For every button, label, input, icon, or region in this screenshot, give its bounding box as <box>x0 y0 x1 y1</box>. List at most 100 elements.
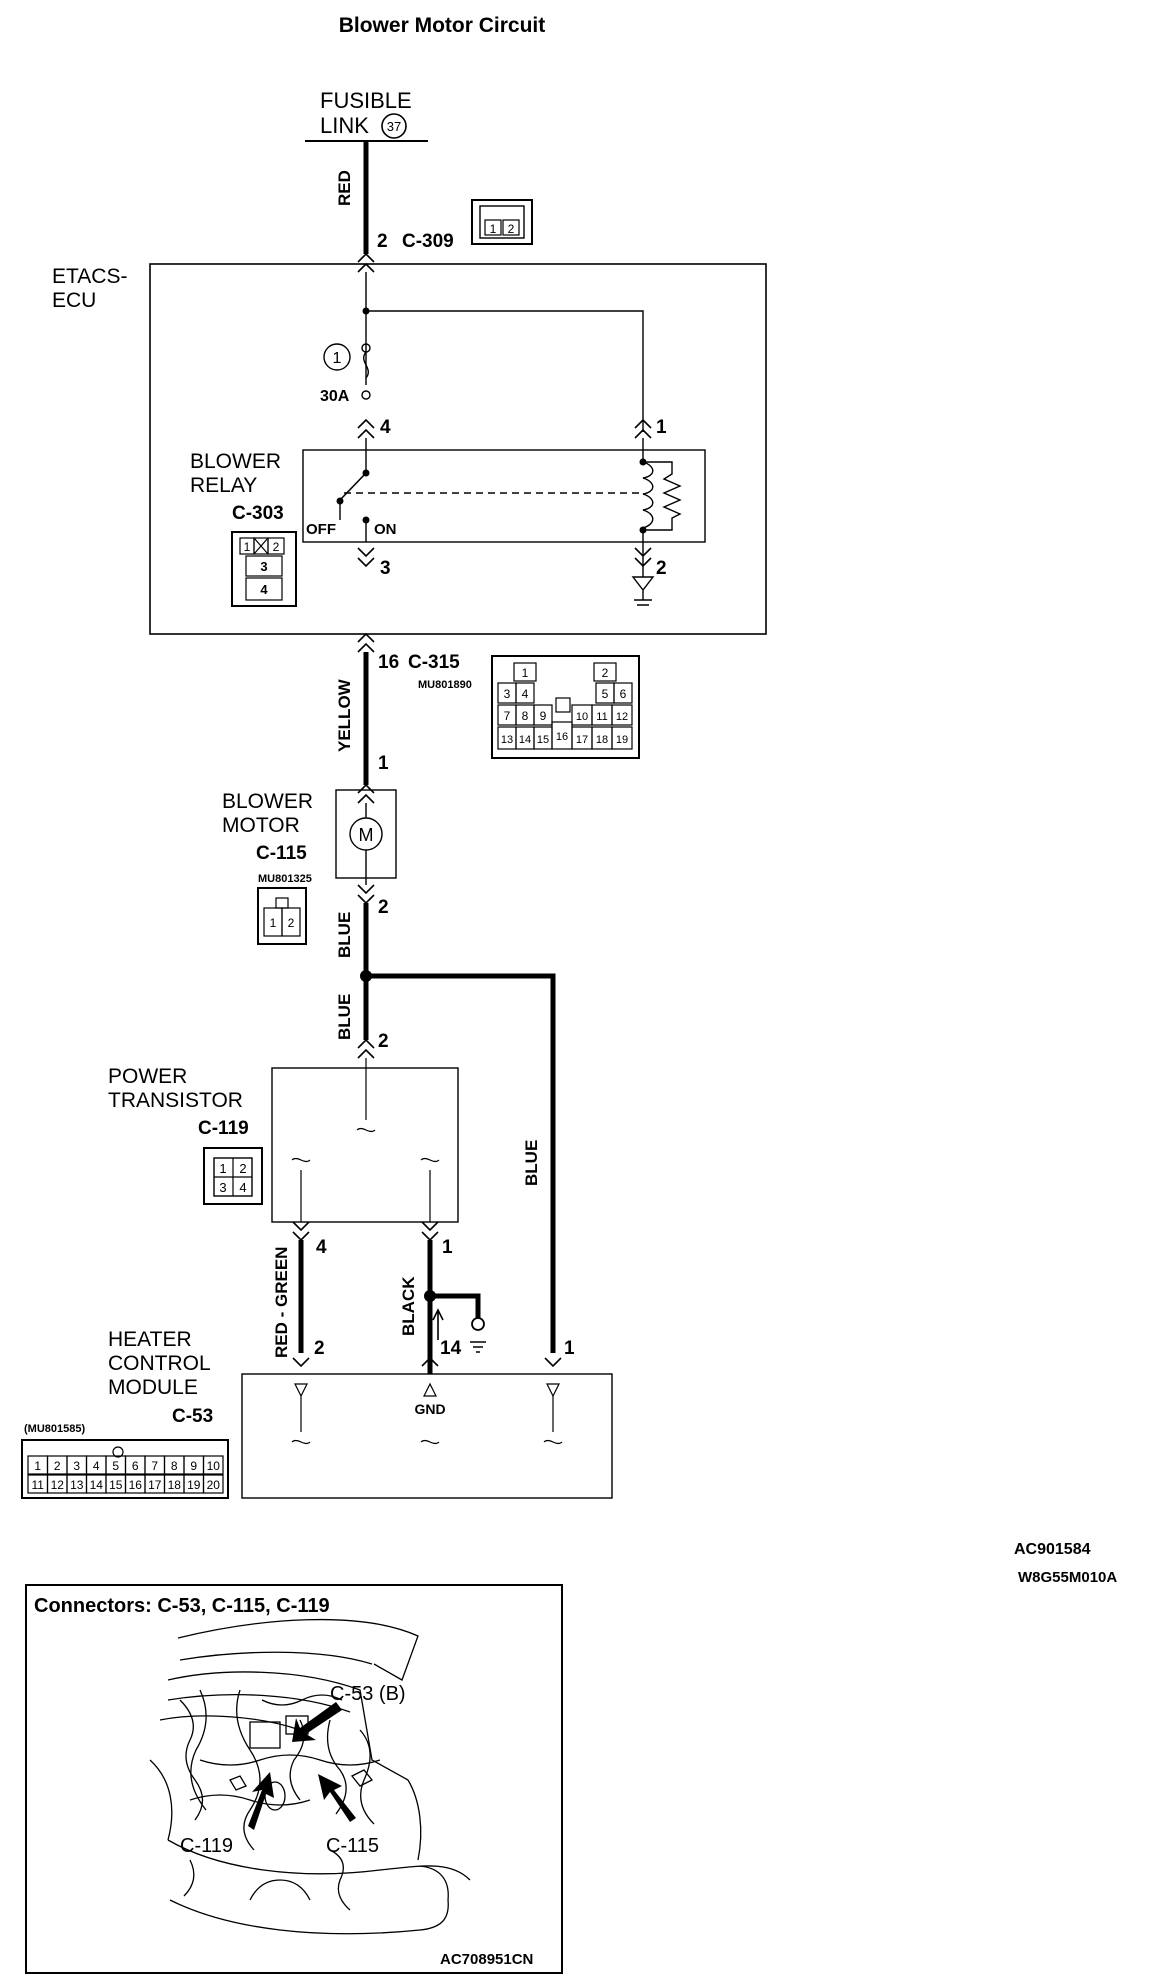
c315-part-number: MU801890 <box>418 679 472 691</box>
c303-cell-3: 3 <box>260 559 267 574</box>
c315-cell-14: 14 <box>519 734 531 746</box>
inset-c115-label: C-115 <box>326 1835 379 1857</box>
relay-label-line2: RELAY <box>190 474 257 497</box>
etacs-ecu-box <box>149 263 767 635</box>
c315-cell-10: 10 <box>576 711 588 723</box>
ref-code-1: AC901584 <box>1014 1541 1091 1558</box>
c53-cell-15: 15 <box>109 1478 123 1492</box>
hcm-label-line2: CONTROL <box>108 1352 211 1375</box>
power-transistor-box <box>271 1067 459 1223</box>
ground-terminal <box>471 1317 485 1331</box>
c119-cell-2: 2 <box>239 1161 246 1176</box>
pt-label-line1: POWER <box>108 1065 187 1088</box>
c315-cell-15: 15 <box>537 734 549 746</box>
blue-wire-label-3: BLUE <box>522 1140 541 1186</box>
c53-cell-19: 19 <box>187 1478 201 1492</box>
heater-control-module-box <box>241 1373 613 1499</box>
diagram-title: Blower Motor Circuit <box>339 14 546 37</box>
c53-cell-13: 13 <box>70 1478 84 1492</box>
c315-pin: 16 <box>378 652 399 673</box>
c119-cell-1: 1 <box>219 1161 226 1176</box>
c115-connector-face: 1 2 <box>257 887 307 945</box>
c53-cell-9: 9 <box>190 1459 197 1473</box>
fuse-number: 1 <box>333 350 342 367</box>
c315-cell-5: 5 <box>602 687 609 701</box>
connector-location-inset: Connectors: C-53, C-115, C-119 <box>25 1584 563 1974</box>
c53-cell-11: 11 <box>32 1478 45 1492</box>
hcm-pin-14: 14 <box>440 1338 462 1359</box>
c53-cell-4: 4 <box>93 1459 100 1473</box>
relay-off-label: OFF <box>306 521 336 538</box>
c53-label: C-53 <box>172 1406 213 1427</box>
c309-chevron <box>357 252 375 273</box>
c53-cell-5: 5 <box>112 1459 119 1473</box>
c53-cell-18: 18 <box>168 1478 182 1492</box>
black-wire-label: BLACK <box>399 1276 418 1336</box>
c119-cell-4: 4 <box>239 1180 246 1195</box>
c315-cell-3: 3 <box>504 687 511 701</box>
c119-cell-3: 3 <box>219 1180 226 1195</box>
c303-cell-4: 4 <box>260 582 268 597</box>
dashboard-illustration <box>149 1618 471 1935</box>
c315-cell-9: 9 <box>540 709 547 723</box>
etacs-label-line2: ECU <box>52 289 96 312</box>
motor-label-line1: BLOWER <box>222 790 313 813</box>
motor-symbol: M <box>359 825 374 845</box>
c115-cell-1: 1 <box>270 916 277 930</box>
c53-cell-17: 17 <box>148 1478 162 1492</box>
c53-cell-1: 1 <box>34 1459 41 1473</box>
yellow-wire-label: YELLOW <box>335 678 354 752</box>
c309-label: C-309 <box>402 231 454 252</box>
c315-cell-11: 11 <box>596 711 607 723</box>
relay-on-label: ON <box>374 521 397 538</box>
relay-pin-3: 3 <box>380 558 391 579</box>
c115-part-number: MU801325 <box>258 873 312 885</box>
etacs-label-line1: ETACS- <box>52 265 127 288</box>
c309-cell-1: 1 <box>490 222 497 236</box>
c53-pointer-arrow <box>292 1702 342 1742</box>
c53-cell-14: 14 <box>90 1478 104 1492</box>
inset-c119-label: C-119 <box>180 1835 233 1857</box>
c53-cell-10: 10 <box>207 1459 221 1473</box>
hcm-label-line3: MODULE <box>108 1376 198 1399</box>
c53-cell-box <box>202 1474 224 1494</box>
hcm-pin-1: 1 <box>564 1338 575 1359</box>
c119-connector-face: 1 2 3 4 <box>203 1147 263 1205</box>
c315-cell-12: 12 <box>616 711 628 723</box>
relay-pin-2: 2 <box>656 558 667 579</box>
c309-cell-2: 2 <box>508 222 515 236</box>
relay-box <box>302 449 706 543</box>
fusible-link: FUSIBLE LINK 37 <box>305 88 428 142</box>
motor-pin-2: 2 <box>378 897 389 918</box>
pt-label-line2: TRANSISTOR <box>108 1089 243 1112</box>
c315-cell-7: 7 <box>504 709 511 723</box>
hcm-label-line1: HEATER <box>108 1328 192 1351</box>
c315-cell-17: 17 <box>576 734 588 746</box>
hcm-pin-2: 2 <box>314 1338 325 1359</box>
c309-pin: 2 <box>377 231 388 252</box>
hcm-gnd-label: GND <box>414 1401 445 1417</box>
pt-pin-1: 1 <box>442 1237 453 1258</box>
inset-code: AC708951CN <box>440 1951 533 1968</box>
red-green-wire-label: RED - GREEN <box>272 1247 291 1358</box>
c119-label: C-119 <box>198 1118 249 1139</box>
c315-cell-16: 16 <box>556 731 568 743</box>
relay-pin-1: 1 <box>656 417 667 438</box>
c115-cell-2: 2 <box>288 916 295 930</box>
inset-c53-label: C-53 (B) <box>330 1683 406 1705</box>
red-wire-label: RED <box>335 170 354 206</box>
c53-cell-16: 16 <box>129 1478 143 1492</box>
fusible-link-number: 37 <box>387 119 401 134</box>
c115-label: C-115 <box>256 843 307 864</box>
fuse-rating: 30A <box>320 388 350 405</box>
blue-wire-branch <box>366 973 556 1353</box>
fusible-link-label-line1: FUSIBLE <box>320 88 412 113</box>
c53-cell-20: 20 <box>207 1478 221 1492</box>
c309-connector-face: 1 2 <box>471 199 533 245</box>
c53-part-number: (MU801585) <box>24 1423 85 1435</box>
relay-pin-4: 4 <box>380 417 391 438</box>
pt-pin-4: 4 <box>316 1237 327 1258</box>
gnd-arrow <box>432 1308 444 1340</box>
blue-wire-label-1: BLUE <box>335 912 354 958</box>
ref-code-2: W8G55M010A <box>1018 1569 1117 1586</box>
